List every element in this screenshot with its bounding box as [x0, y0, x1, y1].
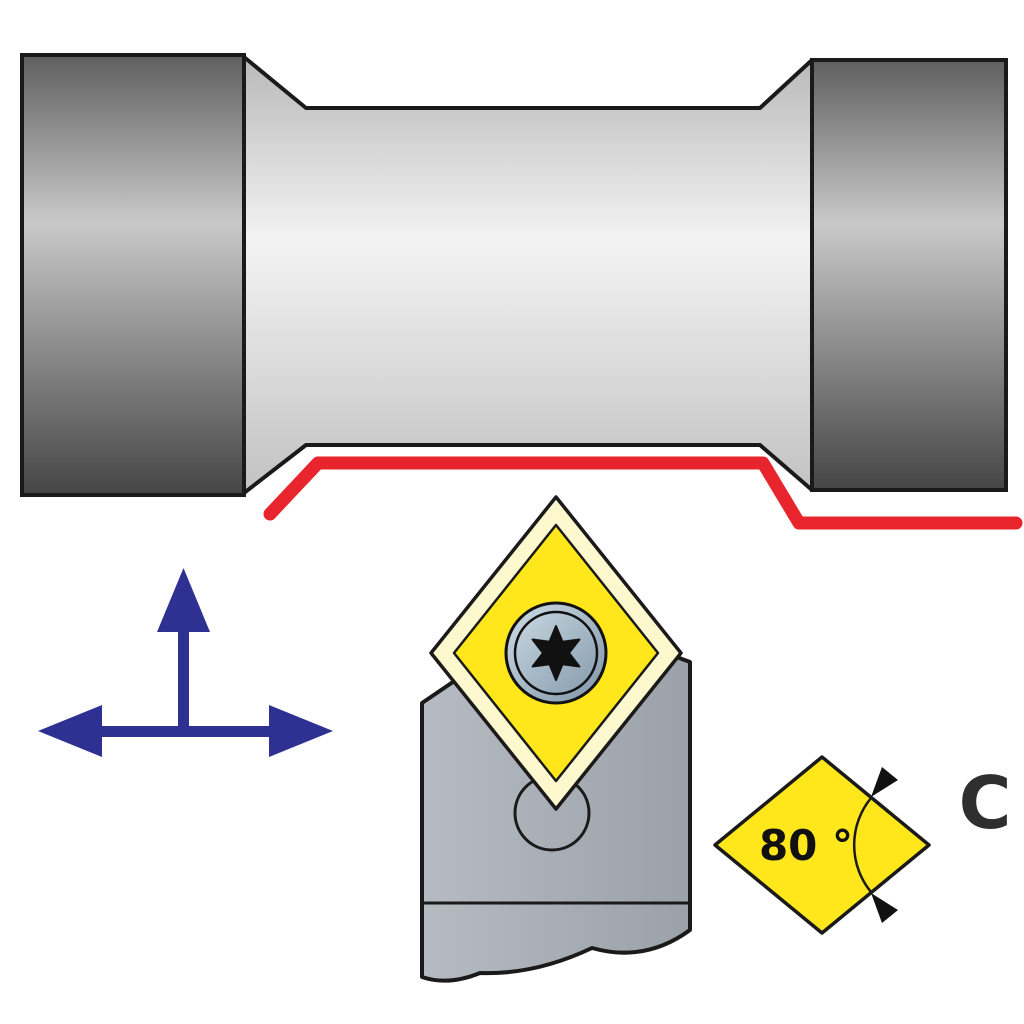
shape-code-label: C	[959, 761, 1012, 845]
workpiece-barrel	[242, 55, 814, 495]
insert-shape-spec: 80 ° C	[713, 755, 1012, 935]
workpiece-right-end	[810, 58, 1008, 492]
screw-ring	[513, 610, 599, 696]
feed-arrow-right-head	[269, 705, 333, 757]
feed-arrow-vertical-shaft	[178, 630, 189, 734]
workpiece-left-end	[20, 53, 246, 497]
spec-diamond	[713, 755, 931, 935]
angle-arc	[852, 797, 872, 893]
angle-label: 80 °	[759, 821, 853, 870]
feed-arrow-left-head	[38, 705, 102, 757]
angle-arrow-top	[871, 767, 898, 797]
angle-arrow-bottom	[871, 893, 898, 923]
torx-screw-icon	[531, 625, 581, 681]
feed-arrow-horizontal-shaft	[98, 726, 270, 737]
feed-direction-arrows	[38, 568, 333, 757]
workpiece	[20, 53, 1008, 497]
feed-arrow-up-head	[157, 568, 210, 632]
toolpath-line	[263, 456, 1023, 530]
insert	[429, 495, 683, 811]
